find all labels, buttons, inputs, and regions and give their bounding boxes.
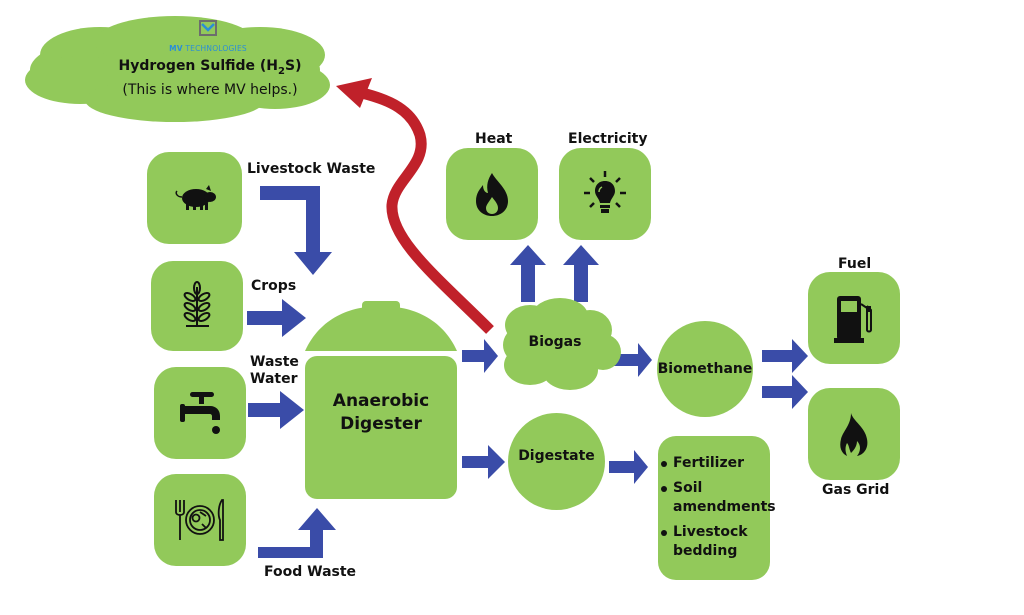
input-wastewater-label: Waste Water [250,354,299,388]
logo-prefix: MV [169,44,183,53]
arrow-wastewater-to-digester [248,391,304,429]
item-line1: Livestock [673,524,748,540]
arrow-biogas-to-h2s [360,87,494,334]
arrow-digester-to-biogas [462,339,498,373]
input-livestock-box [147,152,242,244]
arrow-livestock-to-digester [260,186,332,275]
item-line2: amendments [673,499,776,515]
pig-icon [147,152,242,244]
arrow-digester-to-digestate [462,445,505,479]
digestate-output-item: Soil amendments [661,479,776,517]
biogas-label: Biogas [528,334,582,350]
fuel-pump-icon [808,272,900,364]
h2s-note: (This is where MV helps.) [122,82,298,98]
gasgrid-label: Gas Grid [822,482,890,498]
h2s-title: Hydrogen Sulfide (H2S) [100,58,320,77]
logo-suffix: TECHNOLOGIES [182,44,247,53]
gas-flame-icon [808,388,900,480]
arrow-foodwaste-base [258,530,323,558]
item-line1: Fertilizer [673,455,745,471]
plate-icon [154,474,246,566]
digestate-output-item: Livestock bedding [661,523,776,561]
fuel-label: Fuel [838,256,872,272]
input-crops-label: Crops [251,278,297,294]
arrow-biogas-to-heat [510,245,546,302]
h2s-title-post: S) [284,58,302,74]
heat-label: Heat [475,131,513,147]
electricity-box [559,148,651,240]
digestate-outputs-list: Fertilizer Soil amendments Livestock bed… [661,454,776,567]
h2s-title-pre: Hydrogen Sulfide (H [118,58,279,74]
input-livestock-label: Livestock Waste [247,161,376,177]
item-line1: Soil [673,480,703,496]
arrow-biomethane-to-gasgrid [762,375,808,409]
digestate-label: Digestate [518,447,595,464]
digester-label: Anaerobic Digester [305,390,457,436]
heat-box [446,148,538,240]
wastewater-label-line1: Waste [250,354,299,370]
biomethane-node: Biomethane [657,321,753,417]
faucet-icon [154,367,246,459]
electricity-label: Electricity [568,131,648,147]
h2s-title-sub: 2 [278,65,285,77]
wastewater-label-line2: Water [250,371,298,387]
gasgrid-box [808,388,900,480]
arrow-digestate-to-outputs [609,450,648,484]
arrow-biogas-to-biomethane [614,343,652,377]
mv-logo [178,20,238,40]
arrow-head-red [336,78,372,108]
arrow-crops-to-digester [247,299,306,337]
arrow-biomethane-to-fuel [762,339,808,373]
arrow-biogas-to-electricity [563,245,599,302]
mv-logo-icon [199,20,217,36]
digester-label-line2: Digester [340,414,422,434]
input-foodwaste-label: Food Waste [264,564,357,580]
input-wastewater-box [154,367,246,459]
input-foodwaste-box [154,474,246,566]
digester-label-line1: Anaerobic [332,391,430,411]
digestate-output-item: Fertilizer [661,454,776,473]
item-line2: bedding [673,543,738,559]
plant-icon [151,261,243,351]
digestate-node: Digestate [508,413,605,510]
input-crops-box [151,261,243,351]
digestate-outputs-box: Fertilizer Soil amendments Livestock bed… [658,436,776,580]
biomethane-label: Biomethane [657,361,753,377]
lightbulb-icon [559,148,651,240]
flame-icon [446,148,538,240]
mv-logo-text: MV TECHNOLOGIES [158,44,258,53]
fuel-box [808,272,900,364]
